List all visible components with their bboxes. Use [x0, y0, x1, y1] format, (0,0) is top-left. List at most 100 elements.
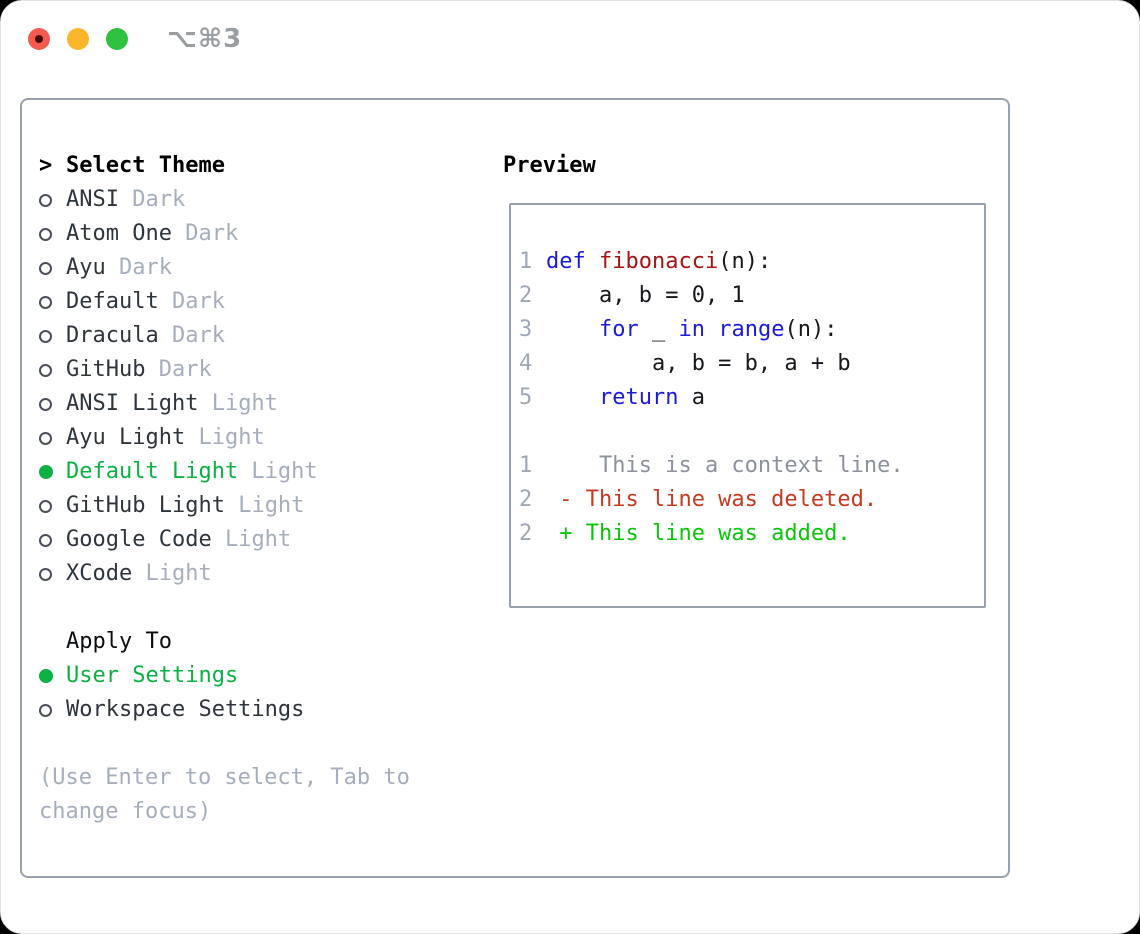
radio-icon: [39, 261, 52, 275]
code-segment-code: [546, 313, 599, 347]
option-label: Default: [66, 289, 159, 314]
window-title: ⌥⌘3: [167, 24, 243, 54]
line-number: 4: [519, 351, 533, 376]
code-segment-function: fibonacci: [599, 249, 719, 274]
option-label: Ayu Light: [66, 425, 186, 450]
radio-icon: [39, 295, 52, 309]
radio-selected-icon: [39, 465, 53, 479]
option-label: Dracula: [66, 323, 159, 348]
option-variant: Dark: [145, 357, 212, 382]
line-number: 1: [519, 453, 533, 478]
option-label: XCode: [66, 561, 133, 586]
radio-icon: [39, 431, 52, 445]
option-variant: Light: [132, 561, 212, 586]
theme-option-github[interactable]: GitHub Dark: [39, 353, 318, 387]
radio-icon: [39, 329, 52, 343]
apply-to-list: Apply To User Settings Workspace Setting…: [39, 625, 304, 727]
radio-icon: [39, 703, 52, 717]
line-number: 2: [519, 283, 533, 308]
preview-line: 5 return a: [519, 381, 984, 415]
preview-box: 1 def fibonacci(n): 2 a, b = 0, 1 3 for …: [509, 203, 986, 608]
theme-option-google-code[interactable]: Google Code Light: [39, 523, 318, 557]
theme-option-atom-one[interactable]: Atom One Dark: [39, 217, 318, 251]
theme-option-ayu[interactable]: Ayu Dark: [39, 251, 318, 285]
theme-option-dracula[interactable]: Dracula Dark: [39, 319, 318, 353]
preview-line: 4 a, b = b, a + b: [519, 347, 984, 381]
preview-line: 1 This is a context line.: [519, 449, 984, 483]
option-label: User Settings: [66, 663, 239, 688]
code-segment-code: _: [638, 317, 679, 342]
code-segment-code: a, b = 0, 1: [546, 283, 745, 308]
line-number: 2: [519, 487, 533, 512]
preview-line: [519, 415, 984, 449]
titlebar: [28, 28, 128, 50]
radio-icon: [39, 193, 52, 207]
line-number: 1: [519, 249, 533, 274]
apply-option-workspace-settings[interactable]: Workspace Settings: [39, 693, 304, 727]
code-segment-code: a: [678, 385, 705, 410]
code-segment-code: a, b = b, a + b: [546, 351, 851, 376]
radio-icon: [39, 567, 52, 581]
option-variant: Light: [224, 493, 305, 518]
theme-list-title: Select Theme: [66, 153, 225, 178]
line-number: 5: [519, 385, 533, 410]
line-number: [519, 415, 546, 449]
option-variant: Dark: [171, 221, 239, 246]
option-variant: Dark: [158, 323, 225, 348]
theme-picker-panel: > Select Theme ANSI Dark Atom One Dark A…: [20, 98, 1010, 878]
radio-selected-icon: [39, 669, 53, 683]
code-segment-code: (n):: [718, 249, 772, 274]
option-label: GitHub Light: [66, 493, 225, 518]
theme-option-xcode[interactable]: XCode Light: [39, 557, 318, 591]
theme-option-default[interactable]: Default Dark: [39, 285, 318, 319]
preview-title: Preview: [503, 153, 596, 178]
apply-to-title: Apply To: [66, 629, 172, 654]
preview-line: 2 + This line was added.: [519, 517, 984, 551]
code-segment-keyword: return: [598, 385, 679, 410]
theme-option-ansi-light[interactable]: ANSI Light Light: [39, 387, 318, 421]
code-segment-context: This is a context line.: [546, 453, 904, 478]
option-label: Default Light: [66, 459, 239, 484]
zoom-button[interactable]: [106, 28, 128, 50]
radio-icon: [39, 363, 52, 377]
option-label: Google Code: [66, 527, 212, 552]
radio-icon: [39, 499, 52, 513]
apply-option-user-settings[interactable]: User Settings: [39, 659, 304, 693]
apply-to-header: Apply To: [39, 625, 304, 659]
option-variant: Light: [185, 425, 265, 450]
theme-option-default-light[interactable]: Default Light Light: [39, 455, 318, 489]
theme-list: > Select Theme ANSI Dark Atom One Dark A…: [39, 149, 318, 591]
minimize-button[interactable]: [67, 28, 89, 50]
option-label: ANSI: [66, 187, 119, 212]
option-label: ANSI Light: [66, 391, 199, 416]
radio-icon: [39, 397, 52, 411]
option-label: Atom One: [66, 221, 172, 246]
code-segment-code: [586, 245, 599, 279]
code-segment-code: [546, 381, 599, 415]
code-segment-code: (n):: [784, 317, 838, 342]
option-variant: Dark: [118, 187, 186, 212]
radio-icon: [39, 533, 52, 547]
theme-option-ansi[interactable]: ANSI Dark: [39, 183, 318, 217]
line-number: 3: [519, 317, 533, 342]
theme-option-github-light[interactable]: GitHub Light Light: [39, 489, 318, 523]
code-segment-keyword: in: [678, 317, 705, 342]
option-label: Workspace Settings: [66, 697, 305, 722]
code-segment-keyword: for: [598, 317, 639, 342]
code-segment-deleted: - This line was deleted.: [546, 487, 878, 512]
close-button[interactable]: [28, 28, 50, 50]
code-segment-keyword: def: [546, 249, 586, 274]
code-segment-keyword: range: [718, 317, 785, 342]
focus-pointer-icon: >: [39, 153, 53, 178]
code-segment-code: [705, 313, 718, 347]
code-segment-added: + This line was added.: [546, 521, 851, 546]
line-number: 2: [519, 521, 533, 546]
option-label: Ayu: [66, 255, 106, 280]
theme-option-ayu-light[interactable]: Ayu Light Light: [39, 421, 318, 455]
theme-list-header: > Select Theme: [39, 149, 318, 183]
preview-line: 3 for _ in range(n):: [519, 313, 984, 347]
option-variant: Dark: [158, 289, 225, 314]
option-label: GitHub: [66, 357, 146, 382]
preview-line: 2 - This line was deleted.: [519, 483, 984, 517]
